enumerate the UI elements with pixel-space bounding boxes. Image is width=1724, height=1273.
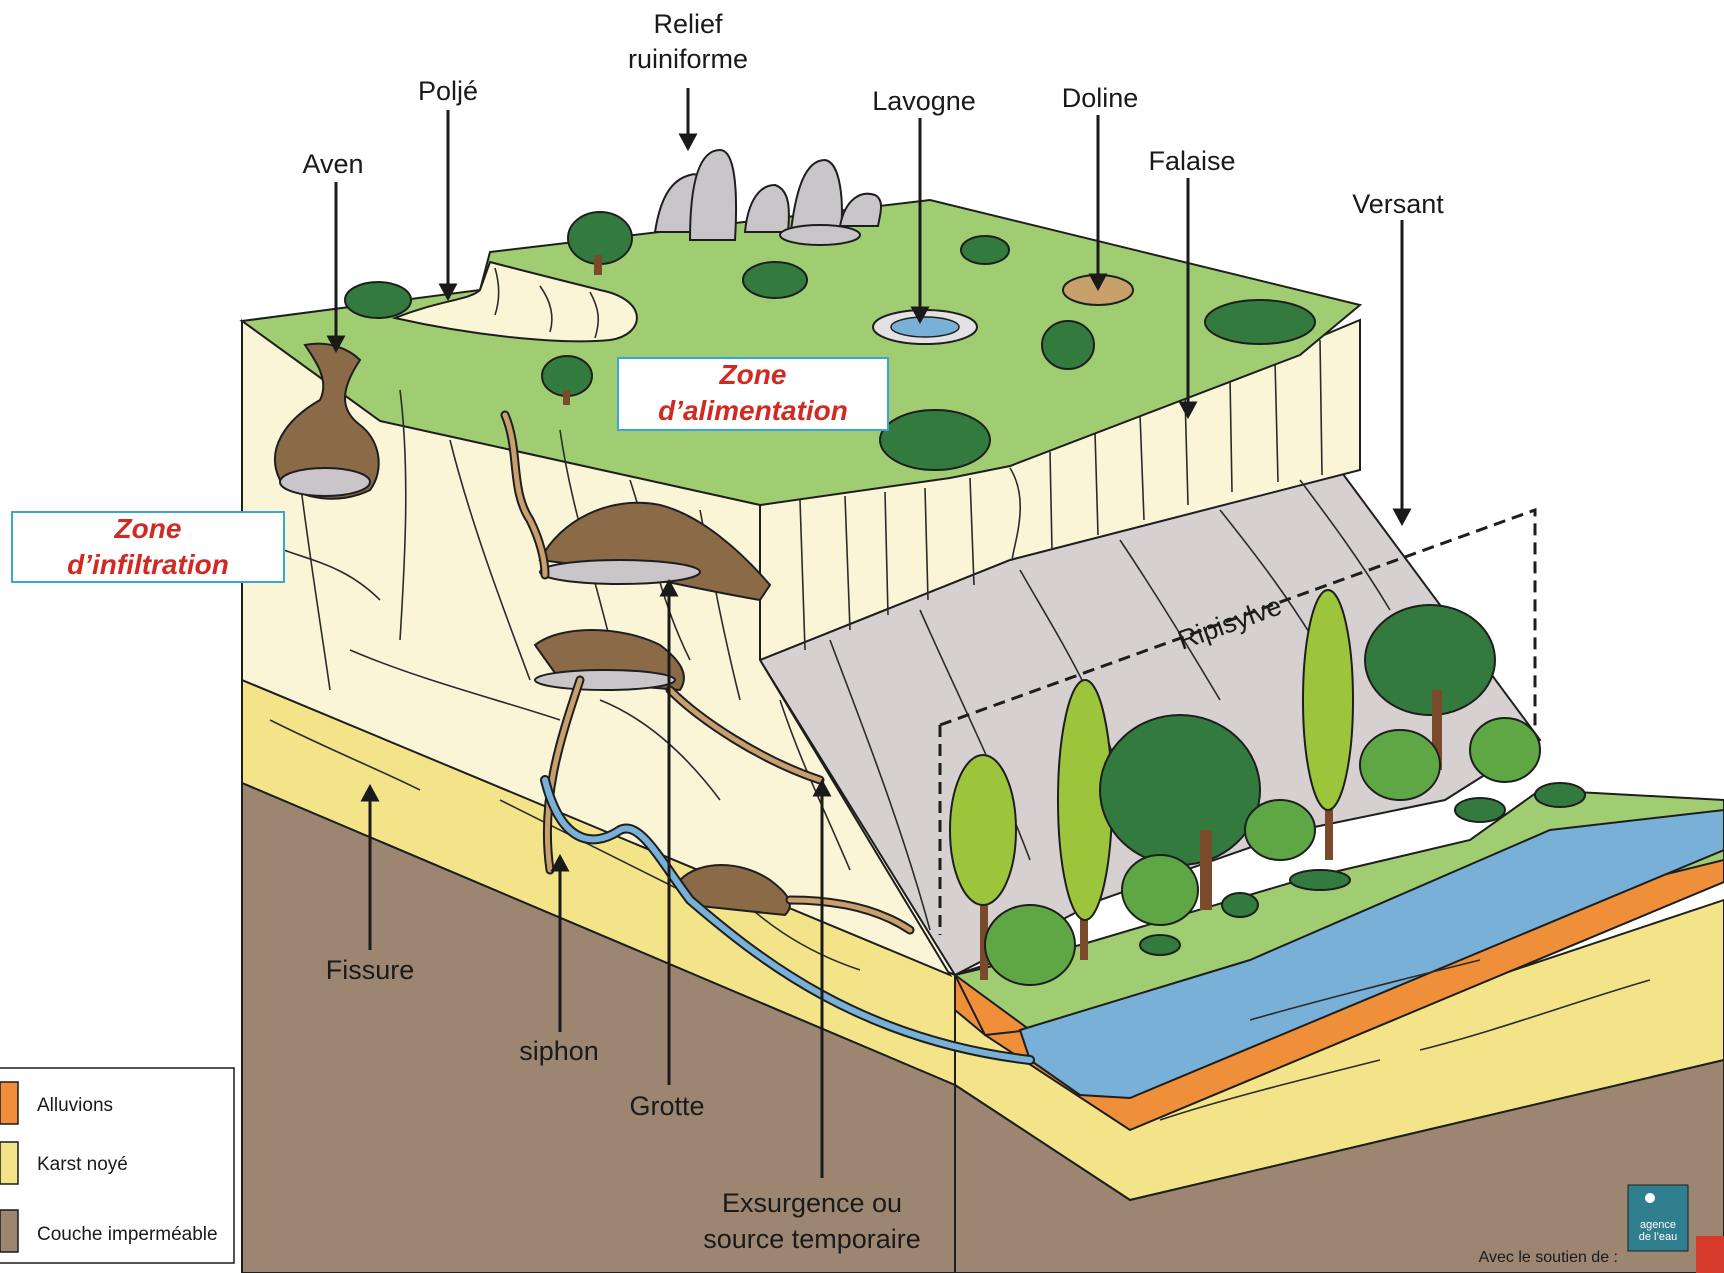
label-grotte: Grotte [629,1091,704,1121]
legend-swatch-impermeable [0,1210,18,1252]
relief-ruiniforme-rocks [655,150,881,245]
legend-swatch-karst [0,1142,18,1184]
legend-label-karst: Karst noyé [37,1154,128,1175]
svg-text:agence: agence [1640,1219,1676,1231]
upper-cave-floor [540,560,700,584]
zone-infiltration-line1: Zone [114,513,182,544]
label-siphon: siphon [519,1036,599,1066]
legend-label-alluvions: Alluvions [37,1095,113,1116]
label-versant: Versant [1352,189,1444,219]
label-aven: Aven [302,149,363,179]
agence-eau-logo: agence de l’eau [1628,1185,1688,1251]
legend: Alluvions Karst noyé Couche imperméable [0,1068,234,1263]
label-lavogne: Lavogne [872,86,976,116]
label-relief-line2: ruiniforme [628,44,748,74]
zone-alimentation-line1: Zone [719,359,787,390]
label-falaise: Falaise [1148,146,1235,176]
legend-label-impermeable: Couche imperméable [37,1224,218,1245]
label-fissure: Fissure [326,955,415,985]
aven-pool [280,468,370,496]
region-logo [1696,1236,1724,1273]
label-exsurgence-line2: source temporaire [703,1224,921,1254]
support-text: Avec le soutien de : [1479,1249,1618,1266]
lavogne-pond [891,317,959,337]
label-doline: Doline [1062,83,1139,113]
label-relief-line1: Relief [653,9,723,39]
label-exsurgence-line1: Exsurgence ou [722,1188,902,1218]
legend-swatch-alluvions [0,1082,18,1124]
label-polje: Poljé [418,76,478,106]
middle-cave-floor [535,670,675,690]
zone-alimentation-line2: d’alimentation [658,395,848,426]
svg-text:de l’eau: de l’eau [1639,1231,1678,1243]
zone-infiltration-line2: d’infiltration [67,549,229,580]
